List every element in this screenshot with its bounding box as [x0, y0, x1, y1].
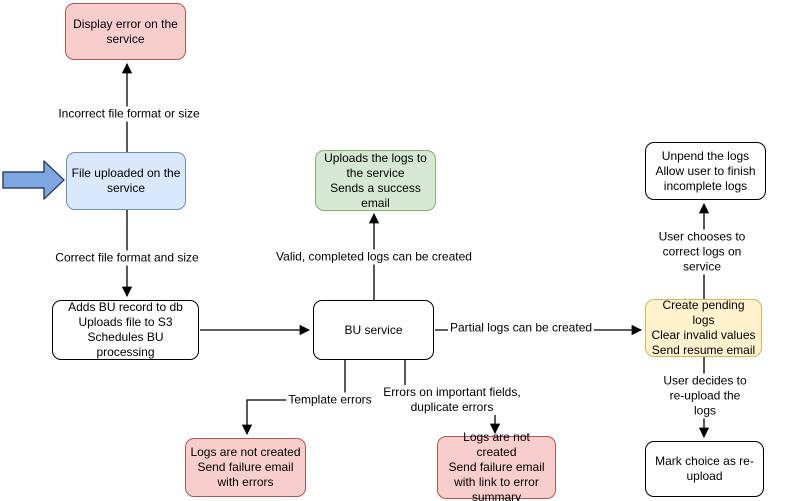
- node-unpend-logs: Unpend the logs Allow user to finish inc…: [645, 142, 766, 200]
- node-uploads-logs-success: Uploads the logs to the service Sends a …: [315, 150, 436, 211]
- entry-block-arrow-icon: [2, 160, 65, 200]
- edge-label-user-corrects: User chooses to correct logs on service: [652, 229, 752, 275]
- node-adds-bu-record: Adds BU record to db Uploads file to S3 …: [52, 300, 199, 360]
- edge-label-field-errors: Errors on important fields, duplicate er…: [381, 385, 523, 415]
- node-create-pending-logs: Create pending logs Clear invalid values…: [645, 298, 762, 357]
- edge-label-incorrect-file-format: Incorrect file format or size: [56, 106, 202, 122]
- node-display-error: Display error on the service: [65, 3, 186, 60]
- edge-label-user-reuploads: User decides to re-upload the logs: [657, 373, 753, 419]
- edge-label-valid-logs: Valid, completed logs can be created: [274, 249, 474, 265]
- edge-label-correct-file-format: Correct file format and size: [53, 250, 201, 266]
- node-logs-not-created-errors: Logs are not created Send failure email …: [185, 438, 306, 497]
- node-mark-choice-reupload: Mark choice as re- upload: [645, 441, 764, 497]
- edge-label-template-errors: Template errors: [286, 392, 374, 408]
- node-file-uploaded: File uploaded on the service: [66, 152, 186, 210]
- edge-label-partial-logs: Partial logs can be created: [447, 320, 595, 336]
- node-bu-service: BU service: [313, 300, 434, 360]
- node-logs-not-created-summary: Logs are not created Send failure email …: [437, 430, 556, 501]
